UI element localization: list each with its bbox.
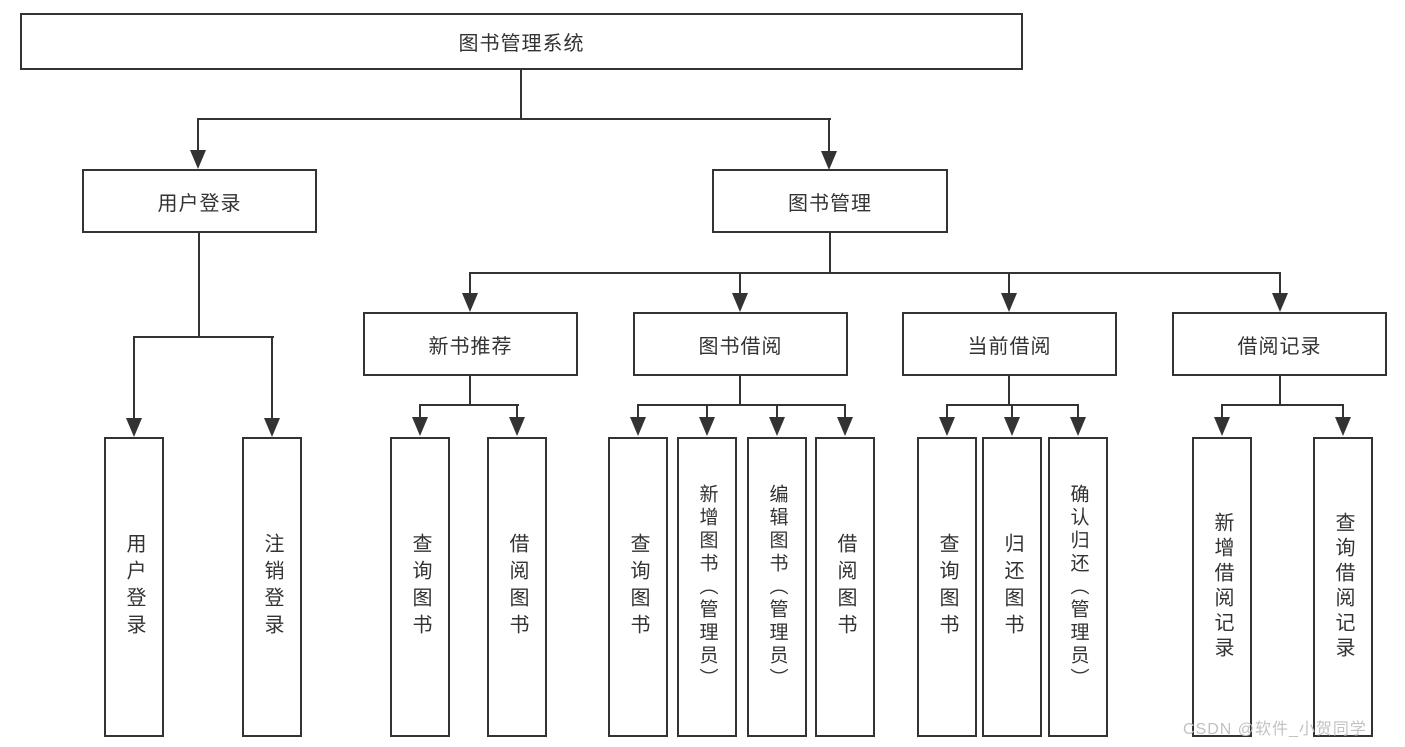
arrowhead-book-borrow bbox=[732, 293, 748, 312]
connector-current-borrow-stem bbox=[1008, 376, 1010, 406]
connector-book-mgmt-branch bbox=[469, 272, 1281, 274]
node-leaf-bb-edit-label: 编辑图书（管理员） bbox=[766, 483, 788, 691]
node-leaf-br-add-label: 新增借阅记录 bbox=[1211, 512, 1233, 662]
connector-to-leaf-br-add bbox=[1221, 404, 1223, 418]
arrowhead-current-borrow bbox=[1001, 293, 1017, 312]
connector-to-book-borrow bbox=[739, 272, 741, 295]
node-book-borrow: 图书借阅 bbox=[633, 312, 848, 376]
arrowhead-leaf-nb-borrow bbox=[509, 417, 525, 436]
arrowhead-leaf-cb-query bbox=[939, 417, 955, 436]
connector-to-leaf-bb-borrow bbox=[844, 404, 846, 418]
node-leaf-nb-query-label: 查询图书 bbox=[409, 533, 431, 641]
node-leaf-cb-query: 查询图书 bbox=[917, 437, 977, 737]
node-leaf-cb-confirm-label: 确认归还（管理员） bbox=[1067, 483, 1089, 691]
connector-book-borrow-branch bbox=[637, 404, 845, 406]
arrowhead-leaf-nb-query bbox=[412, 417, 428, 436]
arrowhead-leaf-cb-confirm bbox=[1070, 417, 1086, 436]
connector-to-leaf-br-query bbox=[1342, 404, 1344, 418]
connector-root-trunk bbox=[520, 70, 522, 120]
connector-to-leaf-bb-add bbox=[706, 404, 708, 418]
node-leaf-user-login: 用户登录 bbox=[104, 437, 164, 737]
connector-to-book-mgmt bbox=[828, 118, 830, 153]
arrowhead-leaf-bb-borrow bbox=[837, 417, 853, 436]
arrowhead-leaf-logout bbox=[264, 418, 280, 437]
node-leaf-cb-return: 归还图书 bbox=[982, 437, 1042, 737]
node-user-login-label: 用户登录 bbox=[157, 192, 242, 215]
arrowhead-leaf-bb-query bbox=[630, 417, 646, 436]
node-new-book-rec: 新书推荐 bbox=[363, 312, 578, 376]
node-root: 图书管理系统 bbox=[20, 13, 1023, 70]
connector-user-login-branch bbox=[133, 336, 274, 338]
node-current-borrow: 当前借阅 bbox=[902, 312, 1117, 376]
connector-to-user-login bbox=[197, 118, 199, 153]
arrowhead-leaf-cb-return bbox=[1004, 417, 1020, 436]
node-leaf-cb-confirm: 确认归还（管理员） bbox=[1048, 437, 1108, 737]
arrowhead-book-mgmt bbox=[821, 151, 837, 170]
connector-level1-branch bbox=[197, 118, 831, 120]
node-leaf-bb-query: 查询图书 bbox=[608, 437, 668, 737]
node-leaf-bb-add-label: 新增图书（管理员） bbox=[696, 483, 718, 691]
node-book-borrow-label: 图书借阅 bbox=[698, 335, 783, 358]
node-leaf-br-query: 查询借阅记录 bbox=[1313, 437, 1373, 737]
node-leaf-bb-borrow-label: 借阅图书 bbox=[834, 533, 856, 641]
connector-to-leaf-cb-query bbox=[946, 404, 948, 418]
arrowhead-new-book-rec bbox=[462, 293, 478, 312]
node-leaf-user-login-label: 用户登录 bbox=[123, 533, 145, 641]
node-book-mgmt-label: 图书管理 bbox=[788, 192, 872, 215]
connector-borrow-records-branch bbox=[1221, 404, 1344, 406]
connector-borrow-records-stem bbox=[1279, 376, 1281, 406]
arrowhead-leaf-br-query bbox=[1335, 417, 1351, 436]
arrowhead-leaf-user-login bbox=[126, 418, 142, 437]
node-leaf-cb-return-label: 归还图书 bbox=[1001, 533, 1023, 641]
node-current-borrow-label: 当前借阅 bbox=[967, 335, 1052, 358]
node-leaf-nb-query: 查询图书 bbox=[390, 437, 450, 737]
node-leaf-nb-borrow-label: 借阅图书 bbox=[506, 533, 528, 641]
node-leaf-bb-borrow: 借阅图书 bbox=[815, 437, 875, 737]
connector-user-login-stem bbox=[198, 233, 200, 338]
connector-to-leaf-bb-query bbox=[637, 404, 639, 418]
connector-to-leaf-nb-borrow bbox=[516, 404, 518, 418]
arrowhead-leaf-bb-edit bbox=[769, 417, 785, 436]
node-leaf-bb-query-label: 查询图书 bbox=[627, 533, 649, 641]
node-leaf-bb-add: 新增图书（管理员） bbox=[677, 437, 737, 737]
arrowhead-borrow-records bbox=[1272, 293, 1288, 312]
connector-to-leaf-cb-return bbox=[1011, 404, 1013, 418]
node-leaf-logout: 注销登录 bbox=[242, 437, 302, 737]
arrowhead-leaf-bb-add bbox=[699, 417, 715, 436]
node-leaf-nb-borrow: 借阅图书 bbox=[487, 437, 547, 737]
node-borrow-records: 借阅记录 bbox=[1172, 312, 1387, 376]
node-book-mgmt: 图书管理 bbox=[712, 169, 948, 233]
connector-new-book-rec-stem bbox=[469, 376, 471, 406]
node-leaf-logout-label: 注销登录 bbox=[261, 533, 283, 641]
connector-to-leaf-bb-edit bbox=[776, 404, 778, 418]
connector-to-current-borrow bbox=[1008, 272, 1010, 295]
connector-to-leaf-nb-query bbox=[419, 404, 421, 418]
connector-to-leaf-cb-confirm bbox=[1077, 404, 1079, 418]
arrowhead-leaf-br-add bbox=[1214, 417, 1230, 436]
node-leaf-br-add: 新增借阅记录 bbox=[1192, 437, 1252, 737]
arrowhead-user-login bbox=[190, 150, 206, 169]
connector-book-mgmt-stem bbox=[829, 233, 831, 274]
node-borrow-records-label: 借阅记录 bbox=[1237, 335, 1322, 358]
node-user-login: 用户登录 bbox=[82, 169, 317, 233]
connector-to-leaf-logout bbox=[271, 336, 273, 419]
watermark: CSDN @软件_小贺同学 bbox=[1183, 721, 1367, 738]
node-leaf-cb-query-label: 查询图书 bbox=[936, 533, 958, 641]
connector-to-borrow-records bbox=[1279, 272, 1281, 295]
connector-book-borrow-stem bbox=[739, 376, 741, 406]
node-leaf-bb-edit: 编辑图书（管理员） bbox=[747, 437, 807, 737]
node-leaf-br-query-label: 查询借阅记录 bbox=[1332, 512, 1354, 662]
connector-to-new-book-rec bbox=[469, 272, 471, 295]
connector-new-book-rec-branch bbox=[419, 404, 519, 406]
node-root-label: 图书管理系统 bbox=[458, 33, 585, 55]
connector-to-leaf-user-login bbox=[133, 336, 135, 419]
node-new-book-rec-label: 新书推荐 bbox=[428, 335, 513, 358]
